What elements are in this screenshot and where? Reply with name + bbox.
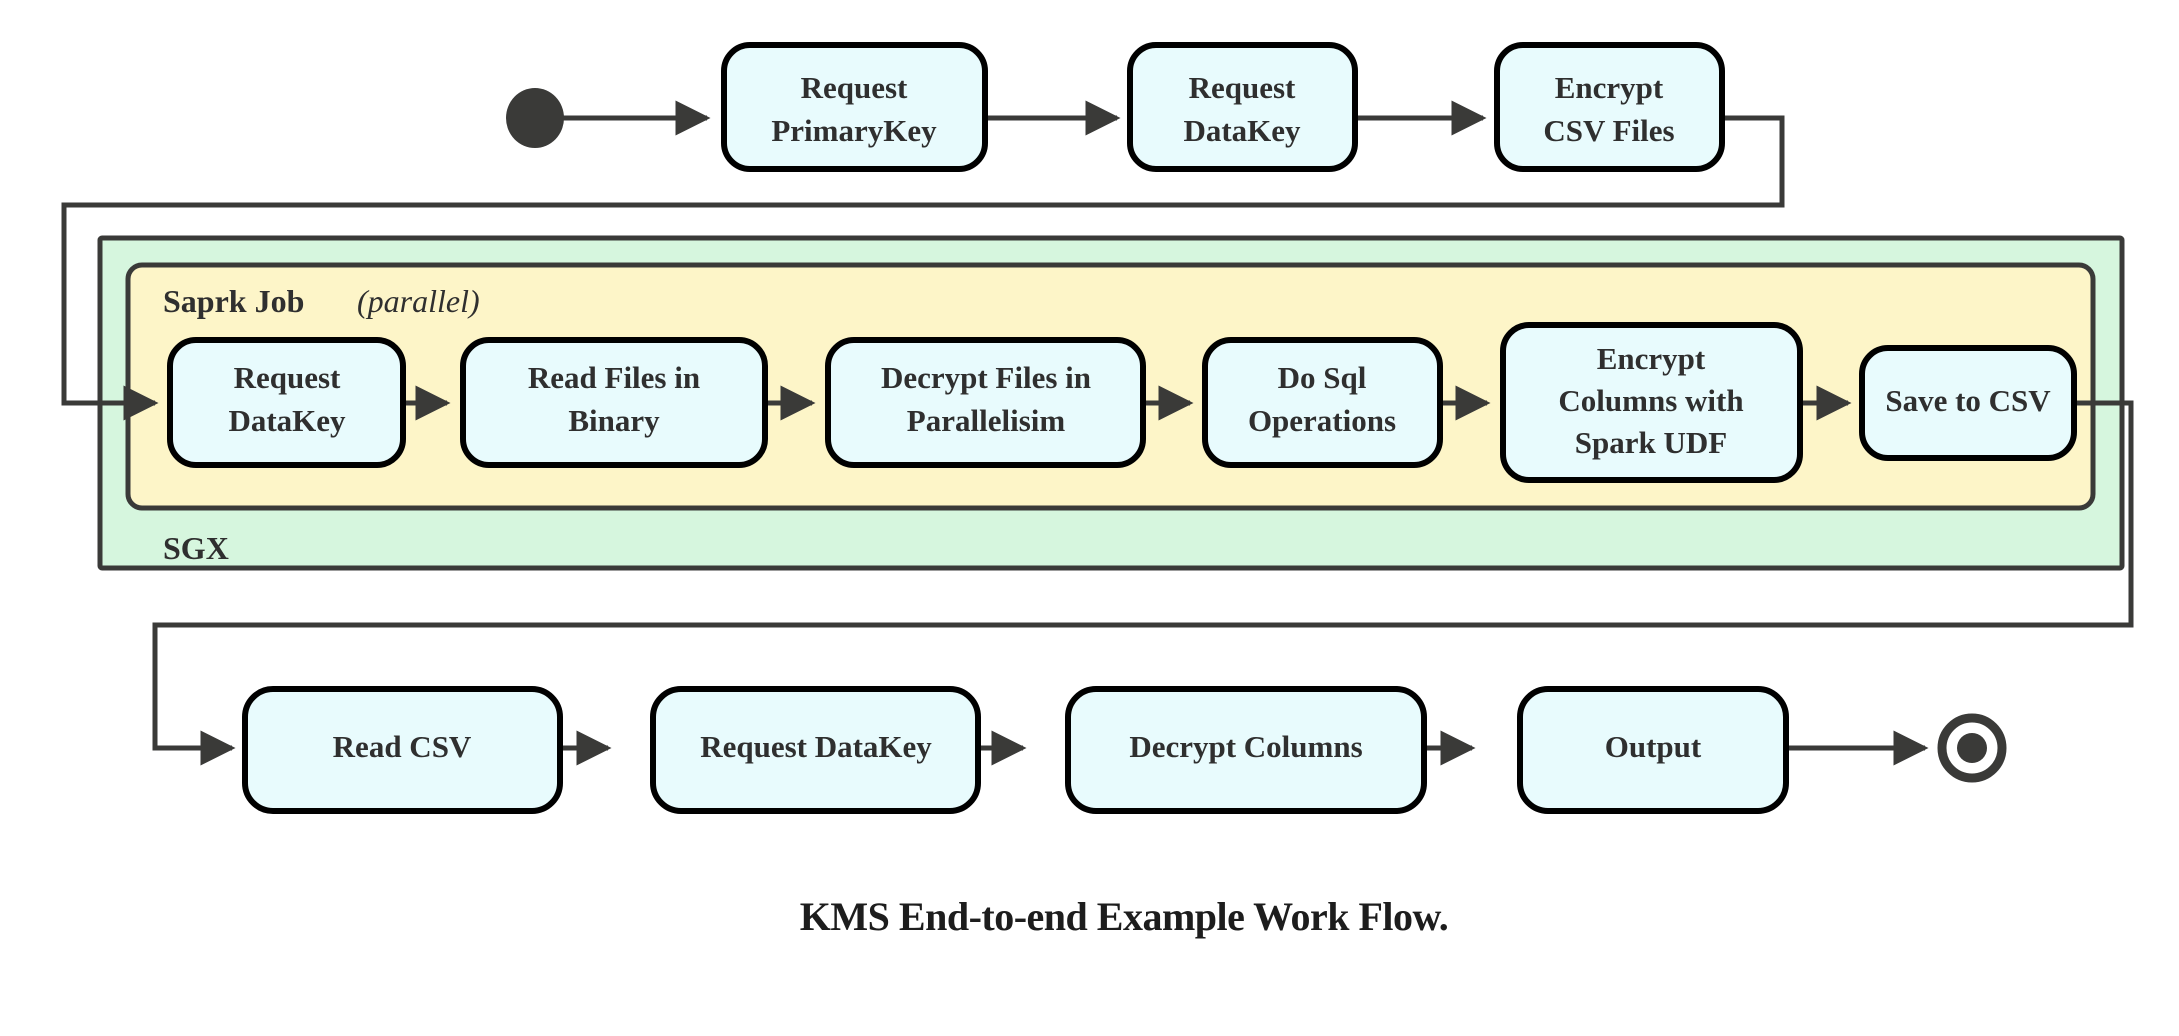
node-read-files-in-binary-line-1: Read Files in bbox=[528, 360, 700, 395]
node-encrypt-csv-files[interactable]: Encrypt CSV Files bbox=[1494, 42, 1725, 172]
node-request-primarykey[interactable]: Request PrimaryKey bbox=[721, 42, 988, 172]
node-request-datakey-top-line-2: DataKey bbox=[1183, 113, 1301, 148]
node-do-sql-operations-line-2: Operations bbox=[1248, 403, 1396, 438]
container-sgx-label: SGX bbox=[163, 530, 229, 566]
node-decrypt-files-in-parallelisim[interactable]: Decrypt Files in Parallelisim bbox=[825, 337, 1146, 468]
container-spark-job-label-suffix: (parallel) bbox=[357, 283, 480, 319]
node-do-sql-operations-line-1: Do Sql bbox=[1278, 360, 1367, 395]
edge-encrypt-csv-files-to-request-datakey-spark bbox=[61, 115, 1785, 421]
node-read-csv-label: Read CSV bbox=[333, 729, 472, 764]
node-read-files-in-binary-line-2: Binary bbox=[568, 403, 660, 438]
node-request-datakey-top-line-1: Request bbox=[1189, 70, 1296, 105]
node-encrypt-csv-files-line-1: Encrypt bbox=[1555, 70, 1664, 105]
node-save-to-csv[interactable]: Save to CSV bbox=[1859, 345, 2077, 461]
node-decrypt-files-line-1: Decrypt Files in bbox=[881, 360, 1091, 395]
node-encrypt-columns-line-3: Spark UDF bbox=[1575, 425, 1727, 460]
node-request-datakey-bottom[interactable]: Request DataKey bbox=[650, 686, 981, 814]
node-read-files-in-binary[interactable]: Read Files in Binary bbox=[460, 337, 768, 468]
node-output[interactable]: Output bbox=[1517, 686, 1789, 814]
edge-save-to-csv-to-read-csv bbox=[152, 400, 2134, 766]
node-output-label: Output bbox=[1605, 729, 1702, 764]
node-request-datakey-top[interactable]: Request DataKey bbox=[1127, 42, 1358, 172]
node-encrypt-columns-with-spark-udf[interactable]: Encrypt Columns with Spark UDF bbox=[1500, 322, 1803, 483]
node-request-primarykey-line-2: PrimaryKey bbox=[771, 113, 937, 148]
node-encrypt-columns-line-2: Columns with bbox=[1558, 383, 1743, 418]
start-node bbox=[506, 88, 564, 148]
node-encrypt-csv-files-line-2: CSV Files bbox=[1543, 113, 1674, 148]
node-decrypt-columns-label: Decrypt Columns bbox=[1129, 729, 1362, 764]
node-do-sql-operations[interactable]: Do Sql Operations bbox=[1202, 337, 1443, 468]
node-request-datakey-spark-line-2: DataKey bbox=[228, 403, 346, 438]
container-spark-job-label: Saprk Job bbox=[163, 283, 304, 319]
node-request-primarykey-line-1: Request bbox=[801, 70, 908, 105]
node-request-datakey-spark[interactable]: Request DataKey bbox=[167, 337, 406, 468]
node-save-to-csv-label: Save to CSV bbox=[1885, 383, 2051, 418]
node-request-datakey-bottom-label: Request DataKey bbox=[700, 729, 932, 764]
node-decrypt-columns[interactable]: Decrypt Columns bbox=[1065, 686, 1427, 814]
end-node-dot bbox=[1957, 733, 1987, 763]
node-encrypt-columns-line-1: Encrypt bbox=[1597, 341, 1706, 376]
diagram-caption: KMS End-to-end Example Work Flow. bbox=[800, 894, 1448, 939]
node-decrypt-files-line-2: Parallelisim bbox=[907, 403, 1066, 438]
node-request-datakey-spark-line-1: Request bbox=[234, 360, 341, 395]
node-read-csv[interactable]: Read CSV bbox=[242, 686, 563, 814]
